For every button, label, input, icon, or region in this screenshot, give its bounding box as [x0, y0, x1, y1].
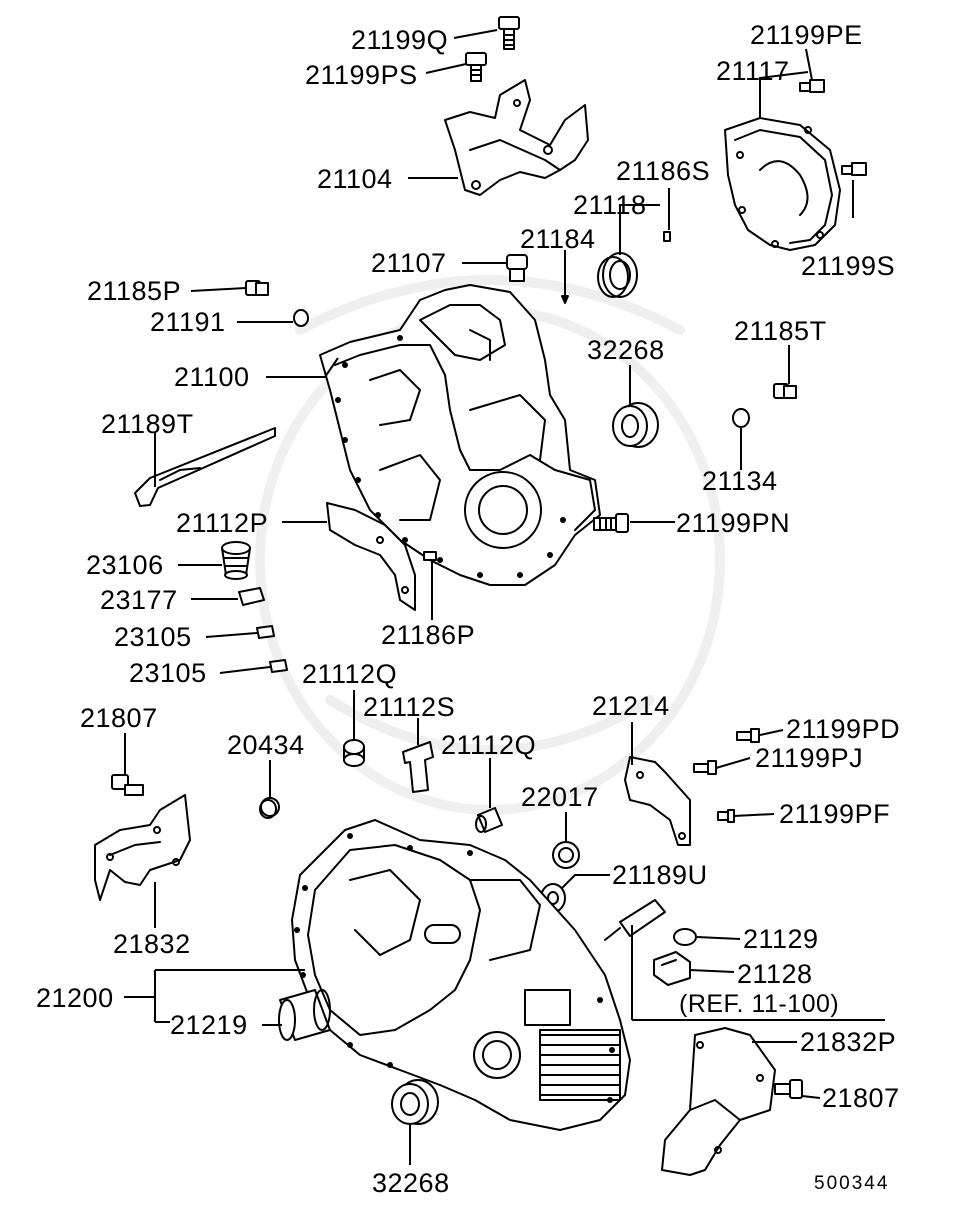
leader-lines	[124, 29, 885, 1165]
label-21807-b: 21807	[822, 1083, 900, 1113]
boot-23106	[221, 541, 251, 580]
bolt-21199PD	[736, 728, 760, 743]
plate-21112P	[326, 502, 416, 611]
label-21185P: 21185P	[87, 276, 182, 306]
label-21112P: 21112P	[176, 508, 269, 538]
label-21134: 21134	[702, 466, 778, 496]
bolt-21199Q	[498, 16, 520, 50]
bushing-23105-a	[256, 625, 275, 639]
bushing-23105-b	[269, 659, 288, 673]
seal-32268-bottom	[391, 1079, 439, 1125]
tube-ref-11-100	[604, 899, 666, 941]
bracket-21214	[624, 756, 691, 846]
cap-21129	[673, 928, 697, 946]
label-21214: 21214	[592, 691, 670, 721]
bushing-21112Q-a	[343, 739, 365, 767]
label-21199S: 21199S	[801, 251, 896, 281]
plug-21185P	[245, 280, 269, 296]
label-21112S: 21112S	[363, 692, 456, 722]
label-21112Q-b: 21112Q	[441, 730, 537, 760]
label-21219: 21219	[170, 1010, 248, 1040]
label-21199PN: 21199PN	[676, 508, 791, 538]
bolt-21199PE	[799, 79, 825, 93]
label-21186S: 21186S	[616, 156, 711, 186]
label-21199PE: 21199PE	[750, 20, 863, 50]
label-21117: 21117	[716, 56, 790, 86]
label-23105-a: 23105	[114, 622, 192, 652]
plug-21185T	[773, 383, 797, 399]
label-32268-bottom: 32268	[372, 1168, 450, 1198]
label-21832: 21832	[113, 929, 191, 959]
label-23105-b: 23105	[129, 658, 207, 688]
bolt-21199S	[841, 162, 867, 176]
label-21186P: 21186P	[381, 620, 476, 650]
diagram-code: 500344	[814, 1173, 890, 1194]
label-21189T: 21189T	[101, 409, 194, 439]
label-21807-a: 21807	[80, 703, 158, 733]
plate-21189T	[134, 427, 276, 507]
label-21128: 21128	[737, 959, 813, 989]
pin-21184	[561, 253, 569, 304]
bolt-21199PJ	[693, 760, 717, 775]
label-21199Q: 21199Q	[351, 25, 449, 55]
label-21112Q-a: 21112Q	[302, 659, 398, 689]
bracket-21832	[94, 794, 191, 901]
sleeve-21219	[278, 989, 331, 1041]
bushing-23177	[238, 587, 265, 606]
case-21100	[319, 284, 601, 586]
label-21100: 21100	[174, 362, 250, 392]
label-21129: 21129	[743, 924, 819, 954]
oring-21191	[293, 309, 309, 327]
bolt-21807-b	[774, 1079, 803, 1099]
seal-32268-top	[612, 402, 659, 448]
pin-21186P	[423, 551, 437, 561]
pipe-21112S	[402, 741, 434, 793]
label-21184: 21184	[520, 224, 596, 254]
seal-22017	[552, 841, 580, 869]
label-21200: 21200	[36, 983, 114, 1013]
label-23106: 23106	[86, 550, 164, 580]
bushing-21112Q-b	[475, 807, 503, 833]
bracket-21104	[444, 79, 589, 196]
housing-21200	[291, 819, 631, 1131]
oring-21134	[732, 408, 750, 428]
label-22017: 22017	[521, 782, 599, 812]
label-21189U: 21189U	[612, 860, 708, 890]
label-ref-note: (REF. 11-100)	[679, 990, 840, 1018]
label-21107: 21107	[371, 248, 447, 278]
label-20434: 20434	[227, 730, 305, 760]
bolt-21199PF	[717, 809, 735, 823]
label-23177: 23177	[100, 585, 178, 615]
plug-21107	[506, 254, 528, 282]
bracket-21832P	[661, 1027, 776, 1176]
label-21118: 21118	[573, 190, 647, 220]
label-21185T: 21185T	[734, 316, 827, 346]
cover-21117	[724, 117, 841, 251]
pin-21186S	[663, 231, 671, 242]
label-21104: 21104	[317, 164, 393, 194]
bolt-21199PS	[465, 52, 487, 82]
bolt-21199PN	[593, 513, 629, 533]
ring-20434	[259, 797, 280, 819]
label-21199PD: 21199PD	[786, 714, 901, 744]
clip-21128	[653, 951, 691, 986]
seal-21118	[597, 252, 638, 298]
label-21832P: 21832P	[800, 1027, 897, 1057]
bolt-21807-a	[111, 774, 144, 796]
label-21191: 21191	[150, 307, 226, 337]
label-21199PF: 21199PF	[779, 799, 891, 829]
label-21199PS: 21199PS	[305, 60, 418, 90]
label-21199PJ: 21199PJ	[755, 743, 864, 773]
label-32268-top: 32268	[587, 335, 665, 365]
